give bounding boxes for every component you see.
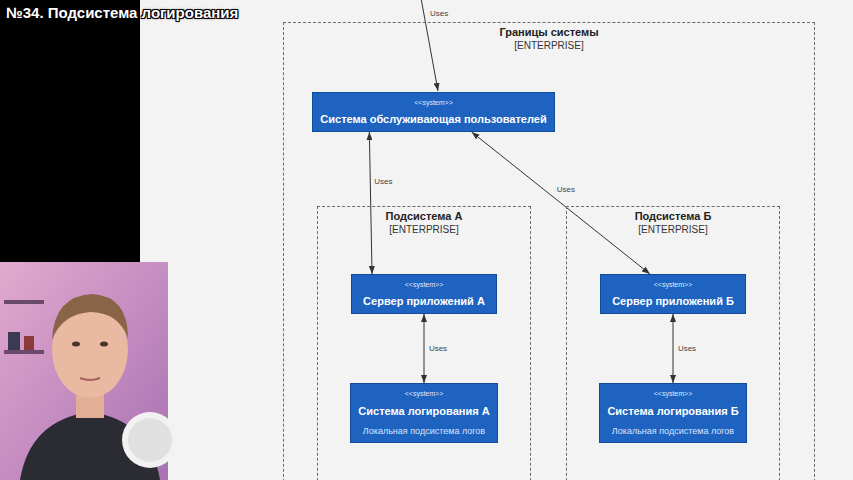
- microphone-grille: [128, 418, 172, 462]
- uses-connector: [472, 132, 650, 274]
- boundary-title: Границы системы: [497, 26, 600, 38]
- boundary-title: Подсистема А: [384, 210, 465, 222]
- canvas: [140, 0, 853, 480]
- boundary-box: Подсистема А [ENTERPRISE] <<system>> Сервер…: [317, 206, 531, 480]
- webcam: [0, 262, 178, 480]
- boundary-title: Подсистема Б: [633, 210, 714, 222]
- connector-label: Uses: [676, 344, 698, 353]
- system-box: <<system>> Система обслуживающая пользова…: [312, 92, 555, 132]
- system-name: Система логирования Б: [607, 405, 738, 417]
- hair: [52, 294, 128, 340]
- eye: [72, 342, 80, 347]
- eye: [100, 342, 108, 347]
- stereotype: <<system>>: [405, 390, 444, 397]
- stereotype: <<system>>: [654, 281, 693, 288]
- connector-label: Uses: [555, 185, 577, 194]
- system-description: Локальная подсистема логов: [612, 426, 734, 436]
- connector-label: Uses: [427, 344, 449, 353]
- system-box: <<system>> Система логирования А Локальная…: [350, 383, 498, 443]
- uses-connector: [424, 314, 425, 383]
- shelf-item: [24, 336, 34, 350]
- boundary-tag: [ENTERPRISE]: [636, 224, 709, 235]
- system-description: Локальная подсистема логов: [363, 426, 485, 436]
- uses-connector: [369, 132, 372, 274]
- microphone: [122, 412, 178, 468]
- system-box: <<system>> Сервер приложений А: [351, 274, 497, 314]
- system-name: Сервер приложений А: [363, 295, 485, 307]
- shelf-item: [8, 332, 20, 350]
- video-title: №34. Подсистема логирования: [6, 4, 238, 21]
- system-name: Сервер приложений Б: [612, 295, 734, 307]
- stereotype: <<system>>: [405, 281, 444, 288]
- shelf: [4, 300, 44, 304]
- boundary-box: Подсистема Б [ENTERPRISE] <<system>> Сервер…: [566, 206, 780, 480]
- boundary-tag: [ENTERPRISE]: [387, 224, 460, 235]
- connector-label: Uses: [428, 9, 450, 18]
- mouth: [80, 378, 100, 380]
- system-name: Система логирования А: [358, 405, 489, 417]
- connector-label: Uses: [372, 177, 394, 186]
- system-name: Система обслуживающая пользователей: [320, 113, 546, 125]
- black-panel: [0, 0, 140, 262]
- system-box: <<system>> Система логирования Б Локальная…: [599, 383, 747, 443]
- system-box: <<system>> Сервер приложений Б: [600, 274, 746, 314]
- boundary-box: Границы системы [ENTERPRISE] <<system>> Сис…: [283, 22, 815, 480]
- stereotype: <<system>>: [654, 390, 693, 397]
- shelf: [4, 350, 44, 354]
- uses-connector: [673, 314, 674, 383]
- boundary-tag: [ENTERPRISE]: [512, 40, 585, 51]
- stereotype: <<system>>: [414, 99, 453, 106]
